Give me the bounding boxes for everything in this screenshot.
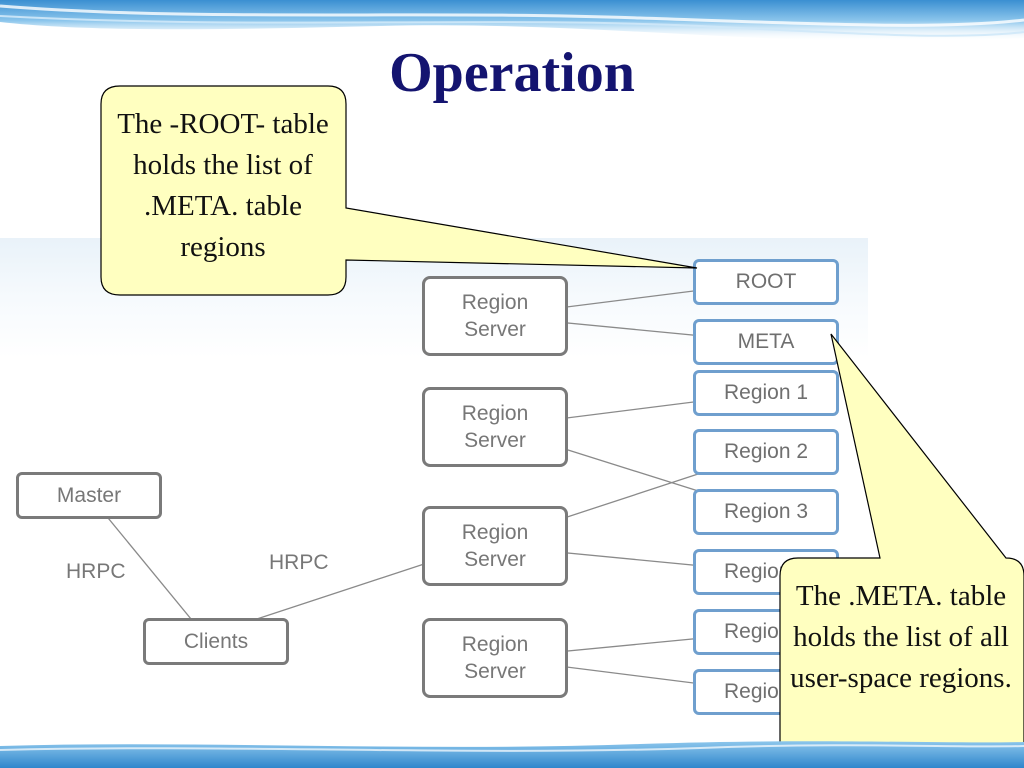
region-server-label: Server xyxy=(464,660,526,683)
callout-root-text: The -ROOT- table holds the list of .META… xyxy=(117,108,329,263)
master-box: Master xyxy=(16,472,162,519)
clients-box: Clients xyxy=(143,618,289,665)
region-root: ROOT xyxy=(693,259,839,305)
region-label: Region 3 xyxy=(723,500,809,523)
region-server-label: Region xyxy=(461,521,529,544)
region-label: META xyxy=(737,330,795,353)
master-label: Master xyxy=(56,483,122,507)
region-server-label: Region xyxy=(461,402,529,425)
region-label: ROOT xyxy=(735,270,797,293)
hrpc-label-servers: HRPC xyxy=(269,551,329,574)
region-label: Region 2 xyxy=(723,440,809,463)
callout-root-shape xyxy=(100,85,698,296)
region-label: Region 1 xyxy=(723,381,809,404)
clients-label: Clients xyxy=(183,629,249,653)
callout-meta-text: The .META. table holds the list of all u… xyxy=(790,580,1012,694)
line-clients-master xyxy=(89,495,206,637)
region-server-label: Region xyxy=(461,291,529,314)
region-server-label: Region xyxy=(461,633,529,656)
region-meta: META xyxy=(693,319,839,365)
callout-meta-shape xyxy=(779,333,1024,767)
region-1: Region 1 xyxy=(693,370,839,416)
footer-wave-decoration xyxy=(0,741,1024,768)
region-server-label: Server xyxy=(464,318,526,341)
hrpc-label-master: HRPC xyxy=(66,560,126,583)
header-wave-decoration xyxy=(0,0,1024,42)
slide-title: Operation xyxy=(389,42,635,104)
region-3: Region 3 xyxy=(693,489,839,535)
region-server-label: Server xyxy=(464,429,526,452)
region-server-label: Server xyxy=(464,548,526,571)
region-2: Region 2 xyxy=(693,429,839,475)
